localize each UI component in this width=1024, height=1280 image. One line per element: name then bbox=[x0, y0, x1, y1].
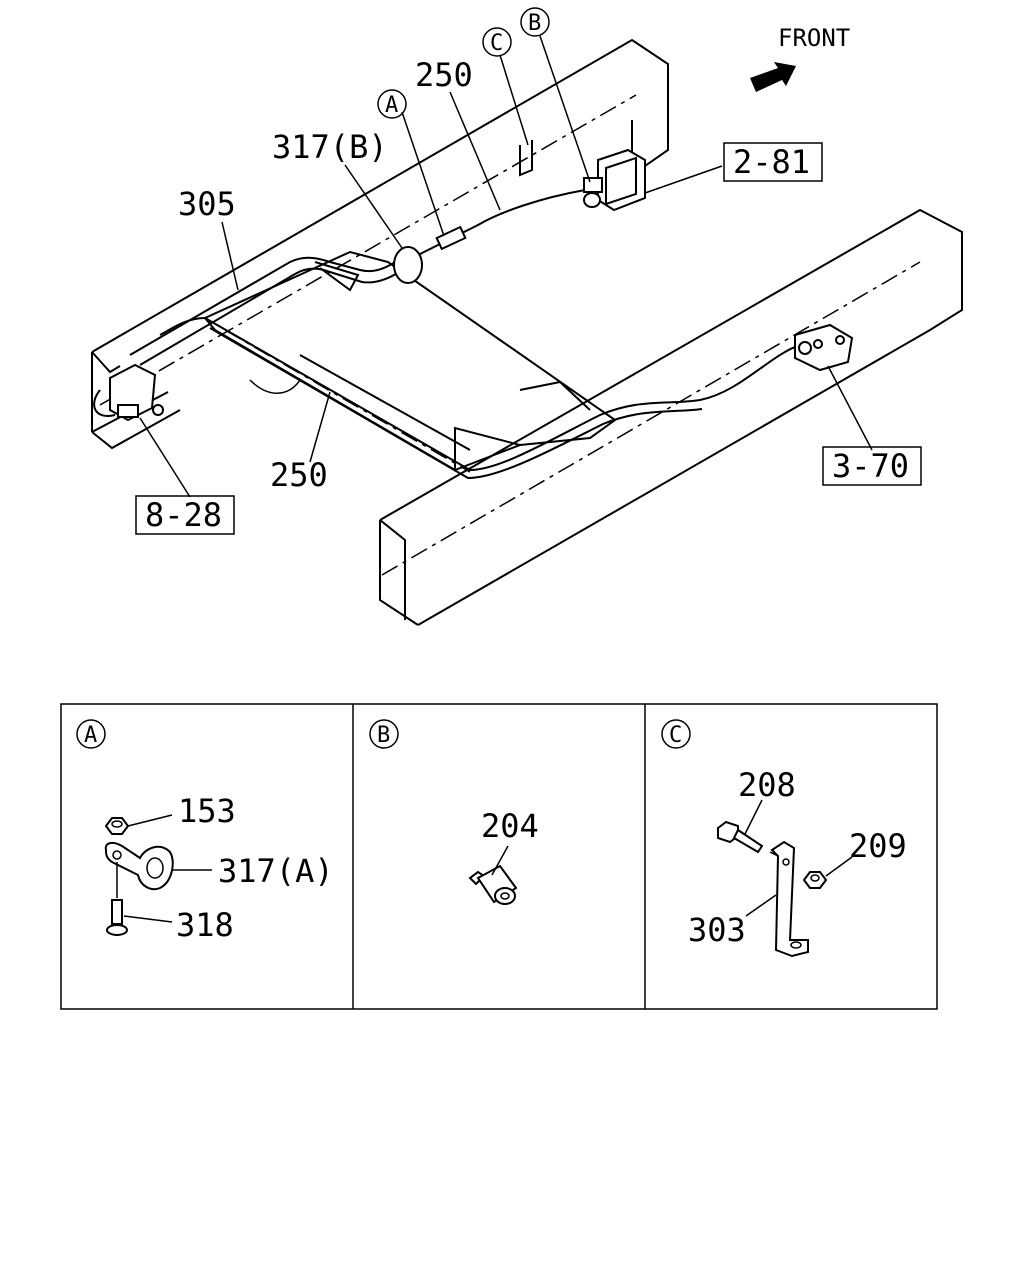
ref-3-70[interactable]: 3-70 bbox=[832, 447, 909, 485]
bolt-318 bbox=[111, 899, 123, 925]
bracket-303 bbox=[770, 840, 809, 958]
right-frame-rail bbox=[379, 208, 963, 626]
part-204: 204 bbox=[481, 807, 539, 845]
part-318: 318 bbox=[176, 906, 234, 944]
sensor-3-70 bbox=[794, 323, 854, 372]
clip-317b bbox=[393, 246, 423, 284]
harness-250-bottom bbox=[159, 316, 801, 472]
circle-marker-b: B bbox=[528, 11, 541, 36]
harness-305 bbox=[129, 251, 411, 356]
part-209: 209 bbox=[849, 827, 907, 865]
connector-204 bbox=[468, 864, 518, 905]
front-label: FRONT bbox=[778, 24, 850, 52]
ref-box-3-70[interactable] bbox=[822, 446, 922, 486]
harness-250-top bbox=[417, 189, 586, 256]
detail-b: B 204 bbox=[369, 719, 539, 905]
part-317a: 317(A) bbox=[218, 852, 334, 890]
ref-box-2-81[interactable] bbox=[723, 142, 823, 182]
left-frame-rail bbox=[91, 38, 669, 450]
part-153: 153 bbox=[178, 792, 236, 830]
detail-c: C 208 209 303 bbox=[661, 719, 907, 958]
nut-209 bbox=[802, 871, 828, 889]
detail-c-marker: C bbox=[669, 723, 682, 748]
callout-317b: 317(B) bbox=[272, 128, 388, 166]
part-208: 208 bbox=[738, 766, 796, 804]
callout-305: 305 bbox=[178, 185, 236, 223]
detail-a-marker: A bbox=[84, 723, 97, 748]
front-arrow-icon bbox=[750, 62, 796, 92]
callout-250-bottom: 250 bbox=[270, 456, 328, 494]
connector-a bbox=[435, 225, 467, 251]
circle-marker-c: C bbox=[490, 31, 503, 56]
ref-2-81[interactable]: 2-81 bbox=[733, 143, 810, 181]
detail-panels: A 153 317(A) 318 B bbox=[60, 703, 938, 1010]
sensor-8-28 bbox=[93, 363, 164, 422]
ref-box-8-28[interactable] bbox=[135, 495, 235, 535]
bracket-c bbox=[519, 140, 533, 177]
detail-a: A 153 317(A) 318 bbox=[76, 719, 334, 944]
part-303: 303 bbox=[688, 911, 746, 949]
ref-8-28[interactable]: 8-28 bbox=[145, 496, 222, 534]
callout-250-top: 250 bbox=[415, 56, 473, 94]
module-2-81 bbox=[583, 148, 646, 212]
detail-b-marker: B bbox=[377, 723, 390, 748]
circle-marker-a: A bbox=[385, 93, 398, 118]
main-assembly: FRONT bbox=[91, 7, 963, 626]
leader-lines bbox=[139, 35, 873, 498]
